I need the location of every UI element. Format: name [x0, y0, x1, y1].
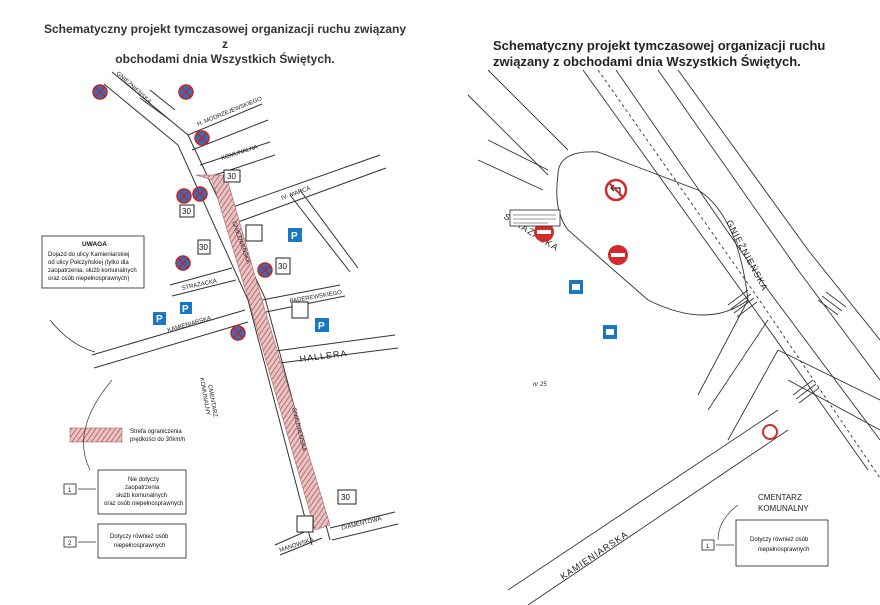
speed-30-sign: 30 [197, 239, 211, 255]
svg-text:P: P [318, 321, 325, 332]
svg-text:od ulicy Połczyńskiej (tylko d: od ulicy Połczyńskiej (tylko dla [48, 260, 129, 266]
no-stopping-signs [92, 84, 273, 341]
parking-icon: P [153, 312, 166, 325]
svg-text:30: 30 [227, 172, 236, 181]
no-left-turn-icon [604, 178, 628, 202]
legend-1: 1 Nie dotyczy zaopatrzenia służb komunal… [63, 469, 187, 515]
no-stopping-icon [175, 255, 191, 271]
info-plate [509, 209, 561, 227]
svg-text:1: 1 [68, 488, 72, 494]
right-roads [467, 69, 880, 605]
svg-text:niepełnosprawnych: niepełnosprawnych [758, 547, 809, 553]
zone-sign-icon [291, 301, 309, 319]
no-entry-signs [534, 222, 628, 265]
no-entry-icon [534, 222, 554, 242]
street-manowska: MANOWSKA [279, 537, 315, 554]
right-street-gnieznienska: GNIEŹNIEŃSKA [724, 218, 770, 292]
right-title-line2: związany z obchodami dnia Wszystkich Świ… [493, 54, 801, 70]
svg-text:zaopatrzenia, służb komunalnyc: zaopatrzenia, służb komunalnych [48, 268, 137, 274]
svg-text:30: 30 [199, 243, 208, 252]
left-map-drawing: GNIEŹNIEŃSKA H. MODRZEJEWSKIEGO KOMUNALN… [41, 70, 399, 559]
zone-signs [245, 224, 314, 533]
speed-signs: 30 30 30 30 30 [179, 169, 357, 505]
right-map-panel: Schematyczny projekt tymczasowej organiz… [448, 0, 880, 605]
no-entry-icon [608, 245, 628, 265]
left-map-title: Schematyczny projekt tymczasowej organiz… [40, 22, 410, 67]
uwaga-box: UWAGA Dojazd do ulicy Kamieniarskiej od … [41, 235, 145, 353]
street-hallera: HALLERA [299, 348, 348, 364]
legend-2: 2 Dotyczy również osób niepełnosprawnych [63, 523, 187, 559]
disabled-parking-signs [569, 280, 617, 339]
svg-text:30: 30 [341, 493, 350, 502]
right-title-line1: Schematyczny projekt tymczasowej organiz… [493, 38, 826, 53]
svg-text:prędkości do 30km/h: prędkości do 30km/h [130, 437, 185, 443]
legend-speed-zone: Strefa ograniczenia prędkości do 30km/h [69, 427, 185, 443]
no-stopping-icon [92, 84, 108, 100]
street-strazacka: STRAŻACKA [181, 278, 218, 292]
street-kamieniarska: KAMIENIARSKA [167, 316, 212, 334]
parking-icon: P [315, 318, 329, 332]
svg-text:oraz osób niepełnosprawnych: oraz osób niepełnosprawnych [104, 501, 183, 507]
speed-30-sign: 30 [223, 169, 241, 183]
parking-signs: P P P P [153, 228, 329, 332]
speed-30-sign: 30 [337, 489, 357, 505]
svg-text:zaopatrzenia: zaopatrzenia [125, 485, 160, 491]
svg-text:Dojazd do ulicy Kamieniarskiej: Dojazd do ulicy Kamieniarskiej [48, 252, 129, 258]
svg-text:P: P [291, 231, 298, 242]
parking-icon: P [180, 302, 192, 315]
svg-text:służb komunalnych: służb komunalnych [116, 493, 167, 499]
disabled-parking-icon [569, 280, 583, 294]
svg-text:30: 30 [278, 262, 287, 271]
svg-text:2: 2 [68, 541, 72, 547]
no-stopping-icon [192, 186, 208, 202]
svg-text:P: P [182, 304, 189, 315]
right-map-title: Schematyczny projekt tymczasowej organiz… [493, 38, 863, 71]
no-stopping-icon [230, 325, 246, 341]
zone-sign-icon [245, 224, 263, 242]
svg-text:30: 30 [182, 207, 191, 216]
speed-zone-hatch [195, 174, 331, 531]
right-nr-label: nr 25 [533, 382, 547, 388]
left-map-panel: Schematyczny projekt tymczasowej organiz… [0, 0, 432, 605]
right-cmentarz-1: CMENTARZ [758, 493, 802, 502]
svg-text:niepełnosprawnych: niepełnosprawnych [114, 543, 165, 549]
disabled-parking-icon [603, 325, 617, 339]
left-title-line1: Schematyczny projekt tymczasowej organiz… [43, 22, 407, 51]
right-map-drawing: STRAŻACKA GNIEŹNIEŃSKA KAMIENIARSKA CMEN… [467, 69, 880, 605]
left-title-line2: obchodami dnia Wszystkich Świętych. [115, 52, 335, 66]
right-legend-1: 1 Dotyczy również osób niepełnosprawnych [701, 504, 829, 567]
svg-text:Dotyczy również osób: Dotyczy również osób [110, 534, 169, 540]
no-stopping-icon [176, 188, 192, 204]
no-stopping-icon [194, 130, 210, 146]
street-gnieznienska-top: GNIEŹNIEŃSKA [115, 70, 153, 105]
svg-text:Dotyczy również osób: Dotyczy również osób [750, 537, 809, 543]
street-modrzejewskiego: H. MODRZEJEWSKIEGO [197, 96, 264, 128]
speed-30-sign: 30 [179, 204, 195, 218]
uwaga-title: UWAGA [82, 241, 107, 248]
svg-text:P: P [156, 314, 163, 325]
parking-icon: P [288, 228, 302, 242]
no-stopping-icon [257, 262, 273, 278]
no-stopping-icon [178, 84, 194, 100]
svg-text:oraz osób niepełnosprawnych): oraz osób niepełnosprawnych) [48, 276, 129, 282]
red-circle-mark [762, 424, 778, 440]
crosswalks [727, 289, 847, 404]
svg-text:Nie dotyczy: Nie dotyczy [128, 477, 159, 483]
cmentarz-label-1: CMENTARZ [206, 384, 218, 418]
speed-30-sign: 30 [275, 257, 291, 275]
zone-sign-icon [296, 515, 314, 533]
street-komunalna: KOMUNALNA [221, 144, 259, 161]
svg-text:Strefa ograniczenia: Strefa ograniczenia [130, 429, 182, 435]
right-street-kamieniarska: KAMIENIARSKA [559, 529, 631, 582]
right-cmentarz-2: KOMUNALNY [758, 504, 809, 513]
svg-text:1: 1 [706, 544, 710, 550]
